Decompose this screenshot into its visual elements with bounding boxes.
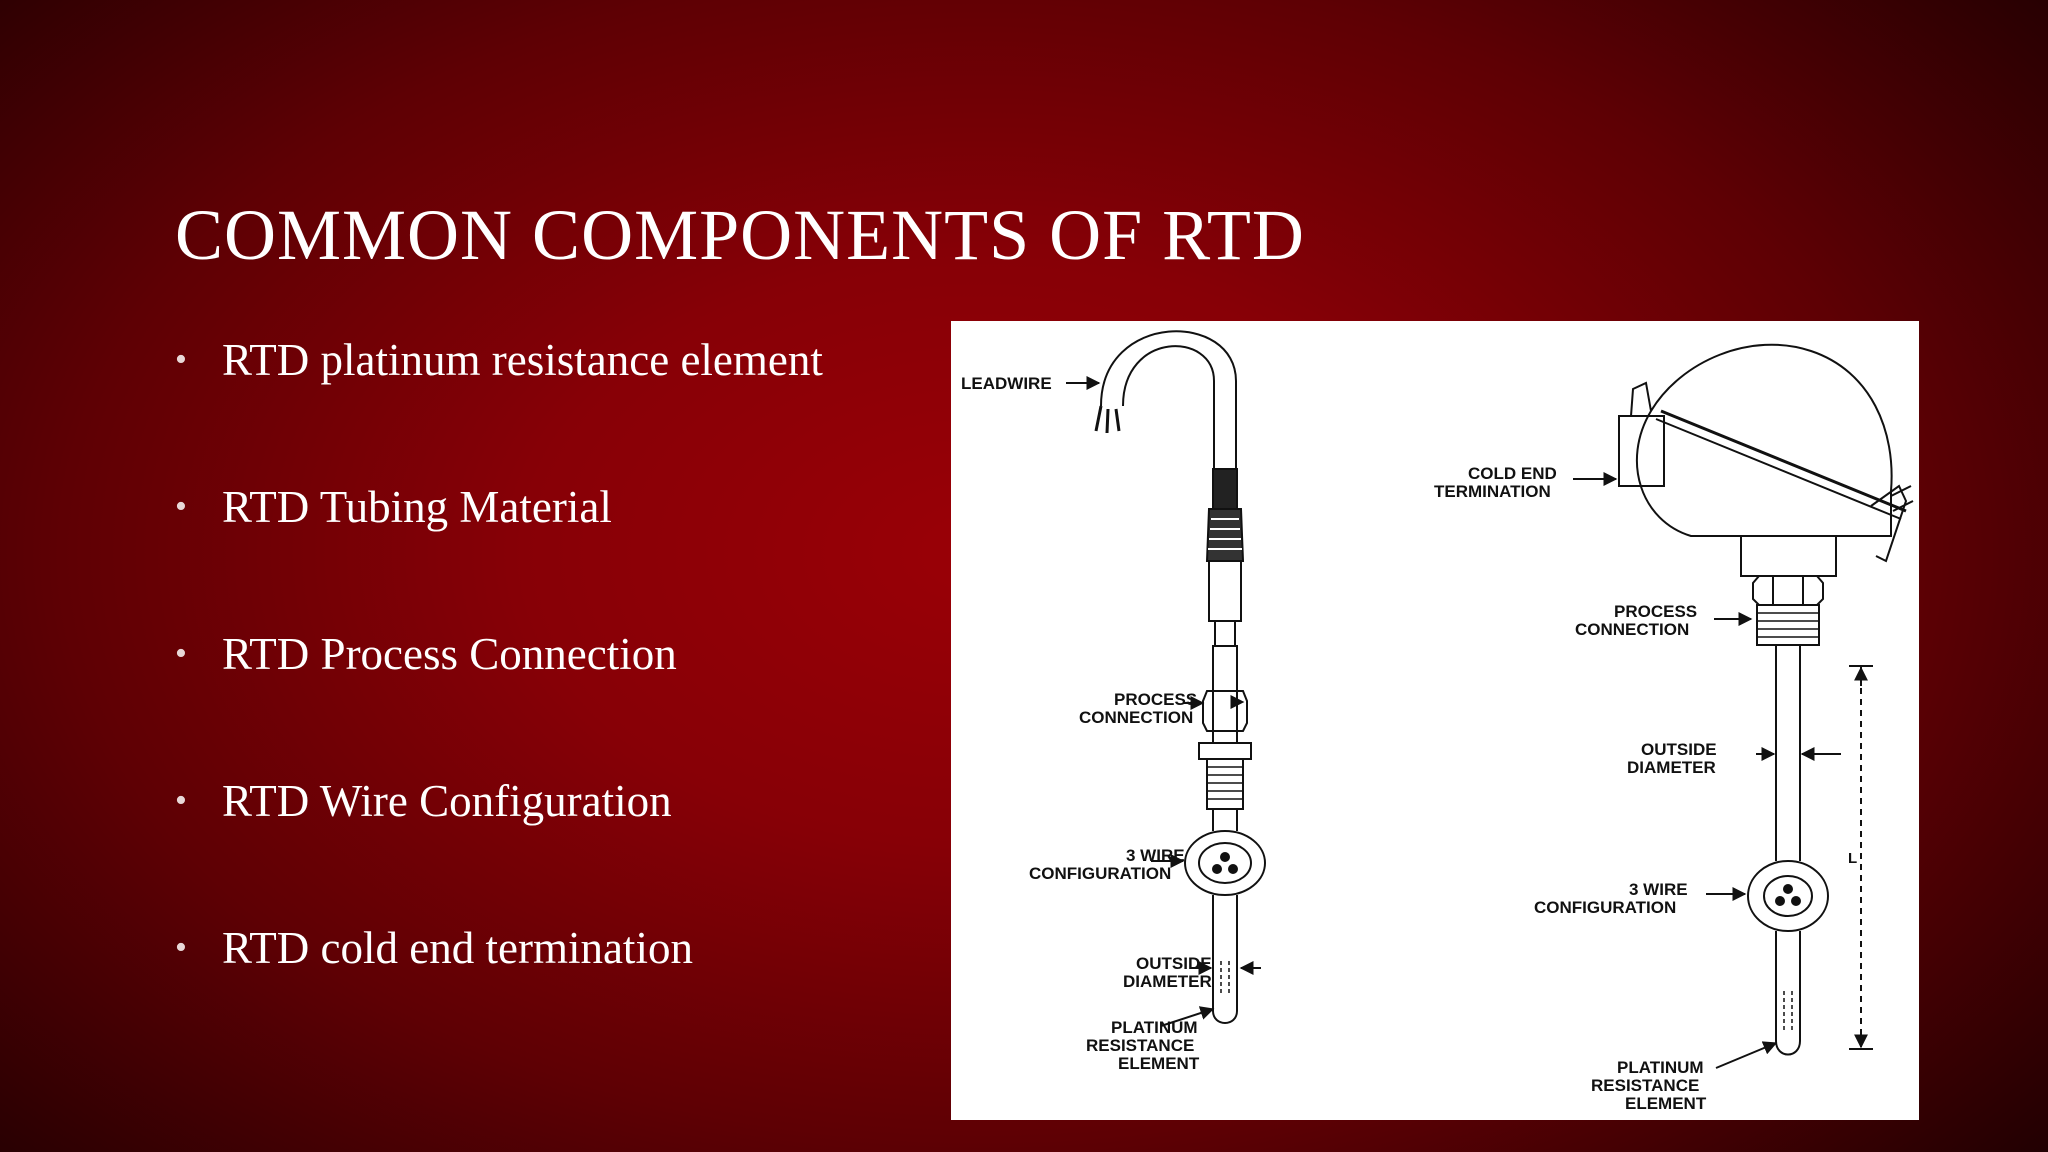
process-thread <box>1756 604 1820 646</box>
bullet-item: • RTD Process Connection <box>175 616 823 763</box>
label-element-l2: RESISTANCE <box>1086 1036 1194 1055</box>
strain-relief-boot <box>1205 508 1245 562</box>
bullet-text: RTD Wire Configuration <box>222 776 672 826</box>
fitting-hex <box>1198 742 1252 760</box>
label-cold-end-l1: COLD END <box>1468 464 1557 483</box>
label-process-connection-l1: PROCESS <box>1114 690 1197 709</box>
left-probe <box>1066 330 1266 1027</box>
label-right-process-l1: PROCESS <box>1614 602 1697 621</box>
lid-clamp <box>1870 484 1908 563</box>
bullet-item: • RTD Wire Configuration <box>175 763 823 910</box>
label-right-diameter-l2: DIAMETER <box>1627 758 1716 777</box>
label-right-element-l1: PLATINUM <box>1617 1058 1704 1077</box>
cross-section-outer <box>1184 830 1266 896</box>
label-element-l1: PLATINUM <box>1111 1018 1198 1037</box>
label-cold-end-l2: TERMINATION <box>1434 482 1551 501</box>
sheath-upper <box>1214 620 1236 647</box>
bullet-dot: • <box>175 341 187 378</box>
conduit-entry <box>1618 415 1665 487</box>
label-outside-diameter-l2: DIAMETER <box>1123 972 1212 991</box>
process-hex <box>1752 575 1824 606</box>
lower-sheath <box>1212 895 1238 1024</box>
bullet-item: • RTD Tubing Material <box>175 469 823 616</box>
process-thread-lines <box>1757 612 1819 638</box>
bullet-dot: • <box>175 782 187 819</box>
label-outside-diameter-l1: OUTSIDE <box>1136 954 1212 973</box>
bullet-text: RTD Tubing Material <box>222 482 612 532</box>
label-length: L <box>1848 850 1857 867</box>
leadwire-cable-outer <box>1100 330 1237 469</box>
fitting-neck <box>1212 730 1238 744</box>
bullet-item: • RTD platinum resistance element <box>175 322 823 469</box>
fitting-thread <box>1206 758 1244 810</box>
label-right-element-l2: RESISTANCE <box>1591 1076 1699 1095</box>
strain-relief <box>1212 468 1238 510</box>
thread-lines <box>1207 766 1243 800</box>
bullet-item: • RTD cold end termination <box>175 910 823 1057</box>
boot-ridges <box>1208 518 1242 550</box>
leadwire-cable-inner <box>1122 345 1215 469</box>
bullet-dot: • <box>175 929 187 966</box>
right-probe <box>1573 343 1914 1069</box>
slide-title: COMMON COMPONENTS OF RTD <box>175 195 1305 275</box>
bullet-text: RTD cold end termination <box>222 923 693 973</box>
bullet-dot: • <box>175 488 187 525</box>
bullet-text: RTD platinum resistance element <box>222 335 823 385</box>
label-leadwire: LEADWIRE <box>961 374 1052 393</box>
label-right-process-l2: CONNECTION <box>1575 620 1689 639</box>
right-cross-section-outer <box>1747 860 1829 932</box>
leadwire-strands <box>1094 405 1121 434</box>
rtd-diagram: LEADWIRE PROCESS CONNECTION 3 WIRE CONFI… <box>951 321 1919 1120</box>
head-neck <box>1740 535 1837 577</box>
bullet-list: • RTD platinum resistance element • RTD Tu… <box>175 322 823 1057</box>
bullet-text: RTD Process Connection <box>222 629 677 679</box>
transition-tube <box>1208 560 1242 622</box>
sheath-mid <box>1212 645 1238 692</box>
label-process-connection-l2: CONNECTION <box>1079 708 1193 727</box>
label-wire-config-l1: 3 WIRE <box>1126 846 1185 865</box>
label-right-wire-l2: CONFIGURATION <box>1534 898 1676 917</box>
label-element-l3: ELEMENT <box>1118 1054 1200 1073</box>
label-right-element-l3: ELEMENT <box>1625 1094 1707 1113</box>
label-wire-config-l2: CONFIGURATION <box>1029 864 1171 883</box>
right-lower-sheath <box>1775 931 1801 1056</box>
rtd-diagram-svg: LEADWIRE PROCESS CONNECTION 3 WIRE CONFI… <box>961 330 1914 1113</box>
bullet-dot: • <box>175 635 187 672</box>
label-right-wire-l1: 3 WIRE <box>1629 880 1688 899</box>
hinge <box>1630 381 1652 417</box>
head-dome <box>1636 343 1893 537</box>
element-inner <box>1220 961 1230 993</box>
compression-nut <box>1202 690 1248 732</box>
right-cross-section-inner <box>1763 875 1813 917</box>
label-right-diameter-l1: OUTSIDE <box>1641 740 1717 759</box>
cross-section-inner <box>1198 842 1252 884</box>
